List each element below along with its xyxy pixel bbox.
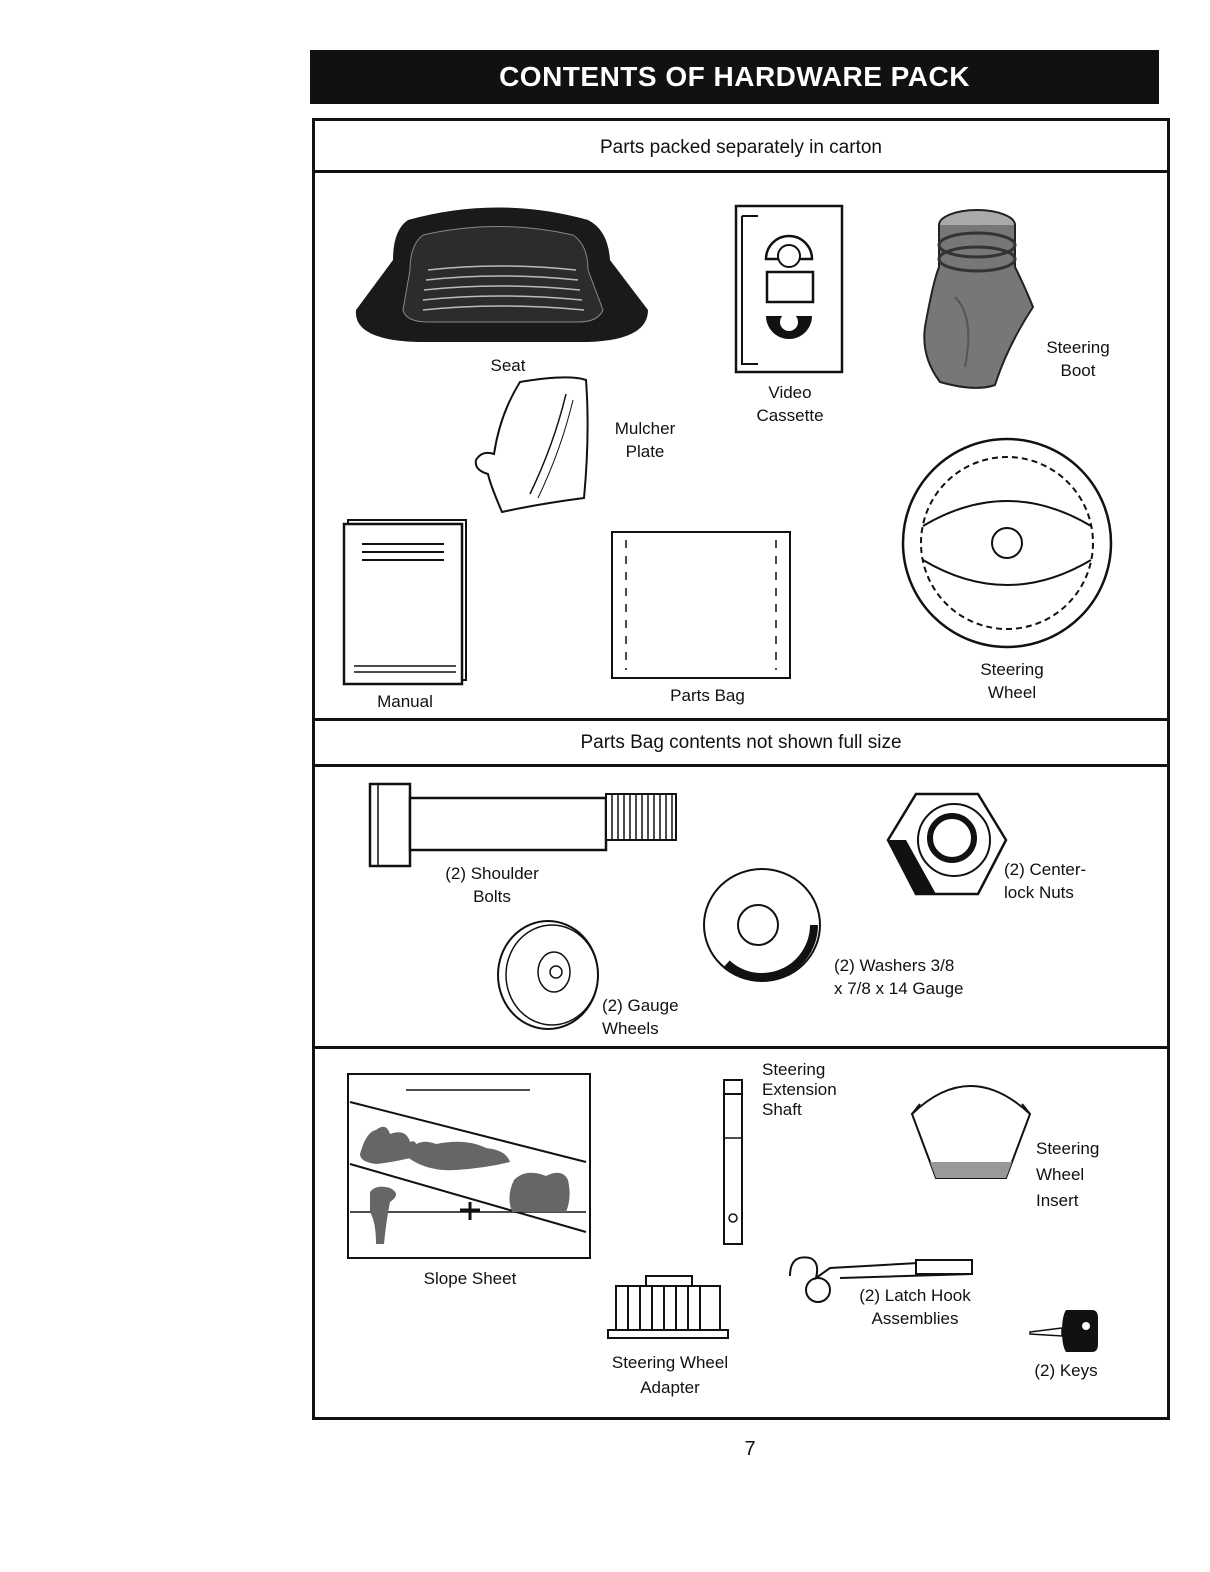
key-illustration xyxy=(1029,1310,1098,1352)
shoulder-bolts-label: (2) Shoulder Bolts xyxy=(445,864,539,906)
section-heading-carton: Parts packed separately in carton xyxy=(600,137,882,158)
extension-shaft-illustration xyxy=(723,1079,743,1245)
steering-wheel-insert-illustration xyxy=(910,1085,1032,1179)
manual-illustration xyxy=(342,519,467,686)
steering-wheel-label: Steering Wheel xyxy=(980,660,1044,702)
divider xyxy=(312,764,1170,767)
washers-label: (2) Washers 3/8 x 7/8 x 14 Gauge xyxy=(834,956,964,998)
latch-hook-illustration xyxy=(789,1256,973,1303)
seat-label: Seat xyxy=(490,356,526,375)
slope-sheet-illustration xyxy=(347,1073,591,1259)
page-title: CONTENTS OF HARDWARE PACK xyxy=(499,61,970,92)
latch-hook-label: (2) Latch Hook Assemblies xyxy=(859,1286,971,1328)
centerlock-nut-illustration xyxy=(886,792,1008,896)
divider xyxy=(312,718,1170,721)
steering-wheel-adapter-illustration xyxy=(607,1275,729,1339)
steering-wheel-adapter-label: Steering Wheel Adapter xyxy=(611,1353,729,1397)
steering-boot-label: Steering Boot xyxy=(1046,338,1110,380)
seat-illustration xyxy=(355,207,648,342)
steering-boot-illustration xyxy=(923,209,1035,389)
gauge-wheel-illustration xyxy=(497,920,599,1030)
manual-label: Manual xyxy=(377,692,433,711)
video-cassette-label: Video Cassette xyxy=(756,383,824,425)
section-heading-parts-bag: Parts Bag contents not shown full size xyxy=(580,732,902,753)
washer-illustration xyxy=(703,868,821,982)
page-number: 7 xyxy=(744,1438,756,1460)
divider xyxy=(312,1046,1170,1049)
divider xyxy=(312,170,1170,173)
mulcher-plate-illustration xyxy=(474,376,589,514)
video-cassette-illustration xyxy=(734,204,844,374)
extension-shaft-label: Steering Extension Shaft xyxy=(762,1060,837,1119)
parts-bag-illustration xyxy=(611,531,791,679)
mulcher-plate-label: Mulcher Plate xyxy=(614,419,676,461)
slope-sheet-label: Slope Sheet xyxy=(423,1269,517,1288)
parts-bag-label: Parts Bag xyxy=(670,686,745,705)
gauge-wheels-label: (2) Gauge Wheels xyxy=(602,996,679,1038)
steering-wheel-insert-label: Steering Wheel Insert xyxy=(1036,1139,1100,1210)
keys-label: (2) Keys xyxy=(1034,1361,1098,1380)
contents-frame xyxy=(312,118,1170,1420)
shoulder-bolt-illustration xyxy=(368,782,677,868)
centerlock-nuts-label: (2) Center- lock Nuts xyxy=(1004,860,1087,902)
page-title-bar: CONTENTS OF HARDWARE PACK xyxy=(310,50,1159,104)
steering-wheel-illustration xyxy=(901,437,1113,649)
